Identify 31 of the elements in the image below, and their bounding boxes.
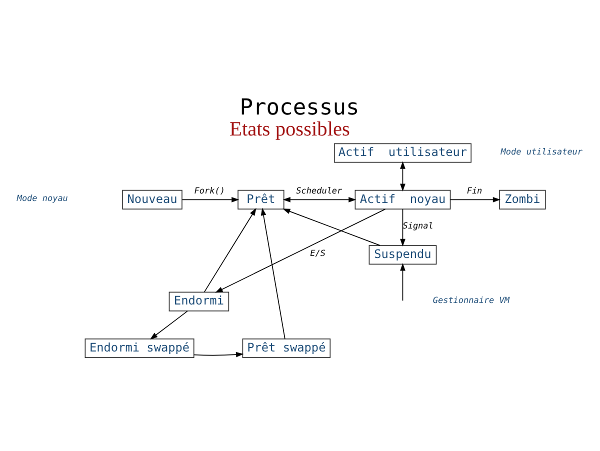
node-box: Zombi [499, 189, 546, 209]
arrow [182, 196, 240, 202]
label: Etats possibles [230, 118, 350, 140]
node-box: Actif utilisateur [334, 142, 472, 162]
arrow [400, 160, 406, 191]
arrow [282, 196, 356, 202]
node-box: Prêt [238, 189, 284, 209]
node-box: Actif noyau [354, 189, 451, 209]
edge-label: Signal [402, 221, 434, 232]
node-box: Suspendu [368, 244, 437, 264]
node-box: Prêt swappé [242, 338, 331, 358]
edge-label: Fin [466, 186, 482, 196]
arrow [450, 196, 501, 202]
edge-label: E/S [310, 248, 326, 259]
arrow [400, 262, 406, 301]
arrow [400, 208, 406, 246]
node-box: Endormi swappé [84, 338, 194, 358]
label: Mode noyau [16, 193, 68, 204]
arrow [215, 208, 386, 292]
arrow [260, 207, 286, 339]
edge-label: Fork() [194, 186, 225, 196]
arrow [194, 351, 244, 357]
arrow [204, 207, 256, 292]
node-box: Nouveau [122, 189, 182, 209]
diagram-title: Processus [240, 95, 360, 120]
label: Mode utilisateur [500, 146, 583, 157]
label: Gestionnaire VM [432, 295, 510, 306]
edge-label: Scheduler [296, 186, 342, 196]
arrow [150, 310, 188, 340]
arrow [282, 208, 380, 246]
node-box: Endormi [168, 291, 230, 311]
